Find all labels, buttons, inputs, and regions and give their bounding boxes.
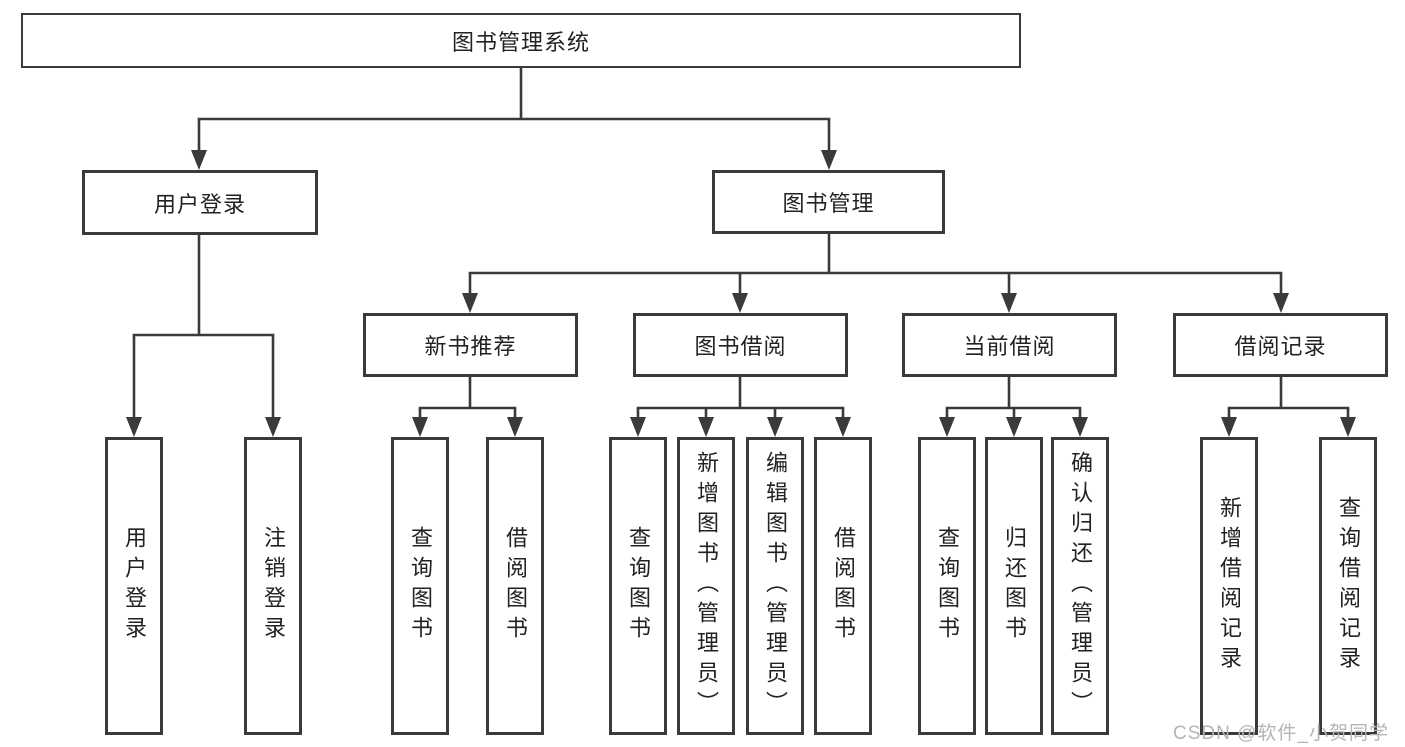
leaf-label: 查询图书	[626, 526, 651, 646]
leaf-return-books: 归还图书	[985, 437, 1043, 735]
leaf-borrow-books-2: 借阅图书	[814, 437, 872, 735]
leaf-add-books-admin: 新增图书（管理员）	[677, 437, 735, 735]
node-new-book-recommendation: 新书推荐	[363, 313, 578, 377]
node-book-borrowing: 图书借阅	[633, 313, 848, 377]
leaf-label: 借阅图书	[503, 526, 528, 646]
leaf-query-books-1: 查询图书	[391, 437, 449, 735]
leaf-label: 查询借阅记录	[1336, 496, 1361, 676]
leaf-confirm-return-admin: 确认归还（管理员）	[1051, 437, 1109, 735]
leaf-label: 查询图书	[935, 526, 960, 646]
leaf-query-books-3: 查询图书	[918, 437, 976, 735]
leaf-add-borrow-record: 新增借阅记录	[1200, 437, 1258, 735]
leaf-query-borrow-record: 查询借阅记录	[1319, 437, 1377, 735]
leaf-borrow-books-1: 借阅图书	[486, 437, 544, 735]
leaf-label: 确认归还（管理员）	[1068, 451, 1093, 721]
leaf-label: 用户登录	[122, 526, 147, 646]
leaf-logout: 注销登录	[244, 437, 302, 735]
leaf-label: 新增图书（管理员）	[694, 451, 719, 721]
node-current-borrowing: 当前借阅	[902, 313, 1117, 377]
node-book-management: 图书管理	[712, 170, 945, 234]
leaf-user-login: 用户登录	[105, 437, 163, 735]
leaf-edit-books-admin: 编辑图书（管理员）	[746, 437, 804, 735]
leaf-label: 新增借阅记录	[1217, 496, 1242, 676]
node-user-login: 用户登录	[82, 170, 318, 235]
leaf-label: 归还图书	[1002, 526, 1027, 646]
leaf-label: 借阅图书	[831, 526, 856, 646]
node-borrowing-records: 借阅记录	[1173, 313, 1388, 377]
node-library-management-system: 图书管理系统	[21, 13, 1021, 68]
leaf-label: 注销登录	[261, 526, 286, 646]
leaf-query-books-2: 查询图书	[609, 437, 667, 735]
leaf-label: 查询图书	[408, 526, 433, 646]
leaf-label: 编辑图书（管理员）	[763, 451, 788, 721]
csdn-watermark: CSDN @软件_小贺同学	[1173, 723, 1389, 744]
